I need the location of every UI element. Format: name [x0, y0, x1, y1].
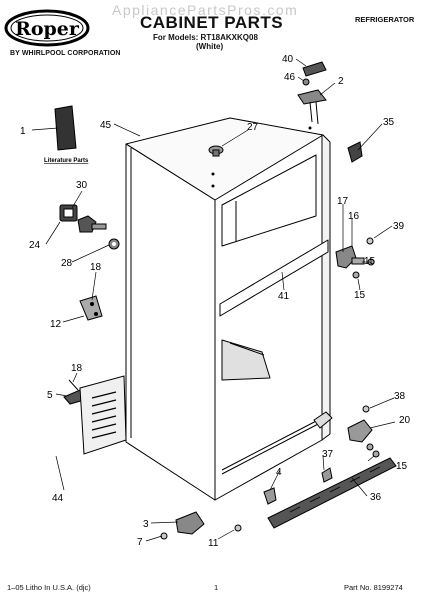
footer-litho: 1–05 Litho In U.S.A. (djc)	[7, 583, 91, 592]
callout-4: 4	[276, 467, 282, 478]
divider-rail	[219, 239, 329, 317]
callout-44: 44	[52, 493, 64, 504]
callout-41: 41	[278, 291, 290, 302]
callout-27: 27	[247, 122, 259, 133]
callout-18a: 18	[90, 262, 102, 273]
callout-39: 39	[393, 221, 405, 232]
callout-36: 36	[370, 492, 382, 503]
callout-46: 46	[284, 72, 296, 83]
callout-2: 2	[338, 76, 344, 87]
callout-15a: 15	[364, 256, 376, 267]
callout-40: 40	[282, 54, 294, 65]
literature-caption: Literature Parts	[44, 158, 89, 164]
callout-37: 37	[322, 449, 334, 460]
callout-15c: 15	[396, 461, 408, 472]
color-line: (White)	[196, 42, 224, 51]
callout-16: 16	[348, 211, 360, 222]
callout-11: 11	[208, 538, 219, 549]
roper-logo: Roper	[4, 9, 90, 47]
callout-12: 12	[50, 319, 62, 330]
brand-subtitle: BY WHIRLPOOL CORPORATION	[10, 50, 121, 57]
page-number: 1	[214, 583, 219, 592]
literature-pack-part	[54, 105, 77, 151]
grille-part	[79, 375, 127, 455]
callout-35: 35	[383, 117, 395, 128]
callout-1: 1	[20, 126, 26, 137]
cabinet-right-side	[321, 134, 331, 441]
cabinet-left-side	[125, 143, 216, 501]
callout-18b: 18	[71, 363, 83, 374]
callout-28: 28	[61, 258, 73, 269]
callout-24: 24	[29, 240, 41, 251]
callout-3: 3	[143, 519, 149, 530]
callout-30: 30	[76, 180, 88, 191]
callout-15b: 15	[354, 290, 366, 301]
kickplate-part	[267, 457, 397, 529]
callout-20: 20	[399, 415, 411, 426]
part-number: Part No. 8199274	[344, 583, 403, 592]
svg-text:Roper: Roper	[15, 18, 80, 40]
callout-7: 7	[137, 537, 143, 548]
page-title: CABINET PARTS	[140, 13, 284, 32]
category-label: REFRIGERATOR	[355, 15, 415, 24]
callout-17: 17	[337, 196, 349, 207]
callout-5: 5	[47, 390, 53, 401]
models-line: For Models: RT18AKXKQ08	[153, 33, 258, 42]
watermark: AppliancePartsPros.com	[112, 2, 299, 18]
callout-45: 45	[100, 120, 112, 131]
callout-38: 38	[394, 391, 406, 402]
